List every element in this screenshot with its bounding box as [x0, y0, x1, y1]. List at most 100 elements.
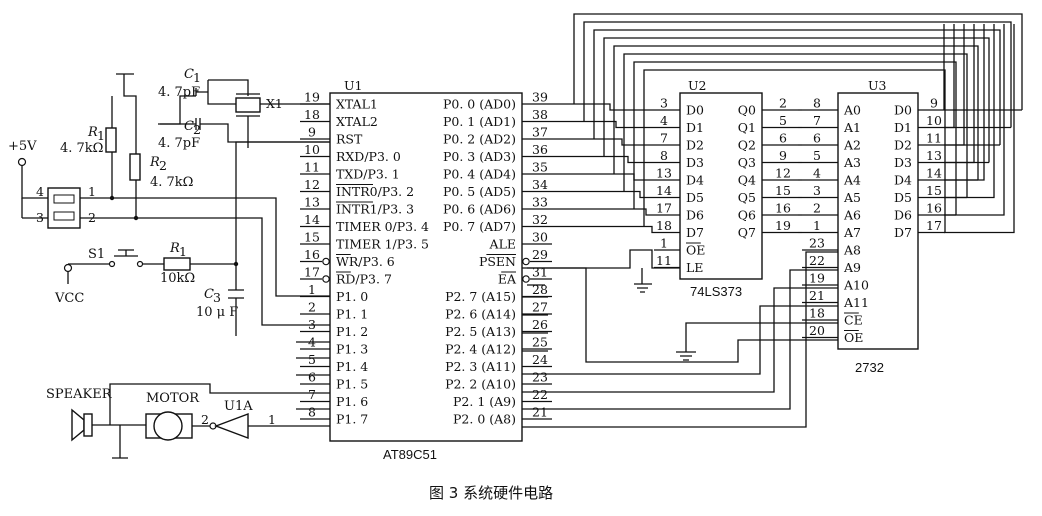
u3-pin-name: A11 [843, 295, 869, 310]
u1-pin-name: P0. 5 (AD5) [443, 184, 516, 199]
u1-pin-num: 9 [308, 125, 316, 140]
u3-pin-num: 11 [926, 131, 942, 146]
u1-pin-num: 35 [532, 160, 548, 175]
u1-pin-name: P2. 3 (A11) [445, 359, 516, 374]
u3-pin-num: 20 [809, 323, 825, 338]
u1-pin-num: 14 [304, 212, 320, 227]
u1-pin-name: P1. 6 [336, 394, 368, 409]
u1-pin-name: P0. 1 (AD1) [443, 114, 516, 129]
u1-pin-name: P1. 1 [336, 307, 368, 322]
u1-pin-name: P1. 3 [336, 342, 368, 357]
u1-pin-num: 38 [532, 107, 548, 122]
u2-pin-num: 9 [779, 148, 787, 163]
u3-pin-name: D1 [894, 120, 912, 135]
u2-pin-name: Q3 [738, 155, 756, 170]
u1-pin-name: P2. 5 (A13) [445, 324, 516, 339]
r1-top-value: 4. 7kΩ [60, 141, 103, 156]
bus-eprom-data-loops [573, 13, 1023, 234]
u2-ref: U2 [688, 78, 707, 93]
u3-pin-num: 7 [813, 113, 821, 128]
u3-pin-num: 4 [813, 166, 821, 181]
u2-pin-name: D3 [686, 155, 704, 170]
u3-ref: U3 [868, 78, 887, 93]
u1-pin-name: P0. 7 (AD7) [443, 219, 516, 234]
u2-pin-name: D6 [686, 208, 704, 223]
u2-pin-name: D0 [686, 103, 704, 118]
u2-pin-name: Q1 [738, 120, 756, 135]
control-wiring [522, 249, 838, 428]
u3-pin-num: 21 [809, 288, 825, 303]
u1-pin-name: P2. 2 (A10) [445, 377, 516, 392]
u2-pin-num: 19 [775, 218, 791, 233]
u3-pin-name: A8 [843, 243, 861, 258]
u3-pin-name: D7 [894, 225, 912, 240]
supply-label: +5V [8, 139, 37, 154]
u3-pin-num: 16 [926, 201, 942, 216]
u2-pin-num: 11 [656, 253, 672, 268]
u1-pin-num: 39 [532, 90, 548, 105]
u2-pin-num: 4 [660, 113, 668, 128]
u3-pin-num: 17 [926, 218, 942, 233]
u1-pin-num: 12 [304, 177, 320, 192]
u2-pin-num: 13 [656, 166, 672, 181]
u1-pin-name: RST [336, 132, 363, 147]
u1-pin-name: P2. 4 (A12) [445, 342, 516, 357]
u3-pin-name: D2 [894, 138, 912, 153]
u1-pin-num: 2 [308, 300, 316, 315]
r1-bottom-ref: R [169, 241, 180, 256]
u1-pin-num: 30 [532, 230, 548, 245]
figure-caption: 图 3 系统硬件电路 [429, 484, 553, 502]
u3-pin-num: 19 [809, 271, 825, 286]
r1-bottom-value: 10kΩ [160, 271, 195, 286]
u2-pin-num: 5 [779, 113, 787, 128]
u3-pin-name: D0 [894, 103, 912, 118]
u2-pin-num: 7 [660, 131, 668, 146]
u1-pin-name: ALE [489, 237, 516, 252]
u1-pin-name: INTR0/P3. 2 [336, 184, 414, 199]
c2-sub: 2 [193, 122, 201, 137]
resistor-r1-bottom [163, 257, 191, 271]
u1-ref: U1 [344, 78, 363, 93]
u3-pin-name: A7 [843, 225, 861, 240]
u3-pin-name: D6 [894, 208, 912, 223]
u1-part: AT89C51 [383, 447, 437, 462]
u2-pin-num: 17 [656, 201, 672, 216]
speaker-label: SPEAKER [46, 387, 113, 402]
u3-pin-num: 5 [813, 148, 821, 163]
u1-pin-name: RD/P3. 7 [336, 272, 392, 287]
u2-pin-name: Q6 [738, 208, 756, 223]
u3-pin-num: 10 [926, 113, 942, 128]
u1-pin-name: P1. 7 [336, 412, 368, 427]
r1-bottom-sub: 1 [179, 244, 187, 259]
c1-sub: 1 [193, 70, 201, 85]
r1-top-ref: R [87, 125, 98, 140]
u3-pin-name: A1 [843, 120, 861, 135]
u1-pin-num: 11 [304, 160, 320, 175]
u1-pin-name: P0. 3 (AD3) [443, 149, 516, 164]
s1-label: S1 [88, 247, 105, 262]
c2-ref: C [184, 119, 194, 134]
c1-ref: C [184, 67, 194, 82]
u1-pin-num: 19 [304, 90, 320, 105]
u2-pin-num: 16 [775, 201, 791, 216]
u3-pin-name: D4 [894, 173, 912, 188]
r2-sub: 2 [159, 158, 167, 173]
u1-pin-name: P2. 6 (A14) [445, 307, 516, 322]
x1-label: X1 [266, 96, 283, 111]
u2-pin-num: 6 [779, 131, 787, 146]
output-drive: SPEAKER MOTOR 2 U1A 1 [46, 383, 330, 459]
u2-pin-name: D4 [686, 173, 704, 188]
u3-pin-num: 2 [813, 201, 821, 216]
u3-pin-name: A10 [843, 278, 869, 293]
u2-pin-name: D7 [686, 225, 704, 240]
vcc-terminal [63, 263, 73, 273]
u3-part: 2732 [855, 360, 884, 375]
u2-pin-name: Q4 [738, 173, 756, 188]
u1-pin-num: 23 [532, 370, 548, 385]
u2-pin-name: OE [686, 243, 705, 258]
